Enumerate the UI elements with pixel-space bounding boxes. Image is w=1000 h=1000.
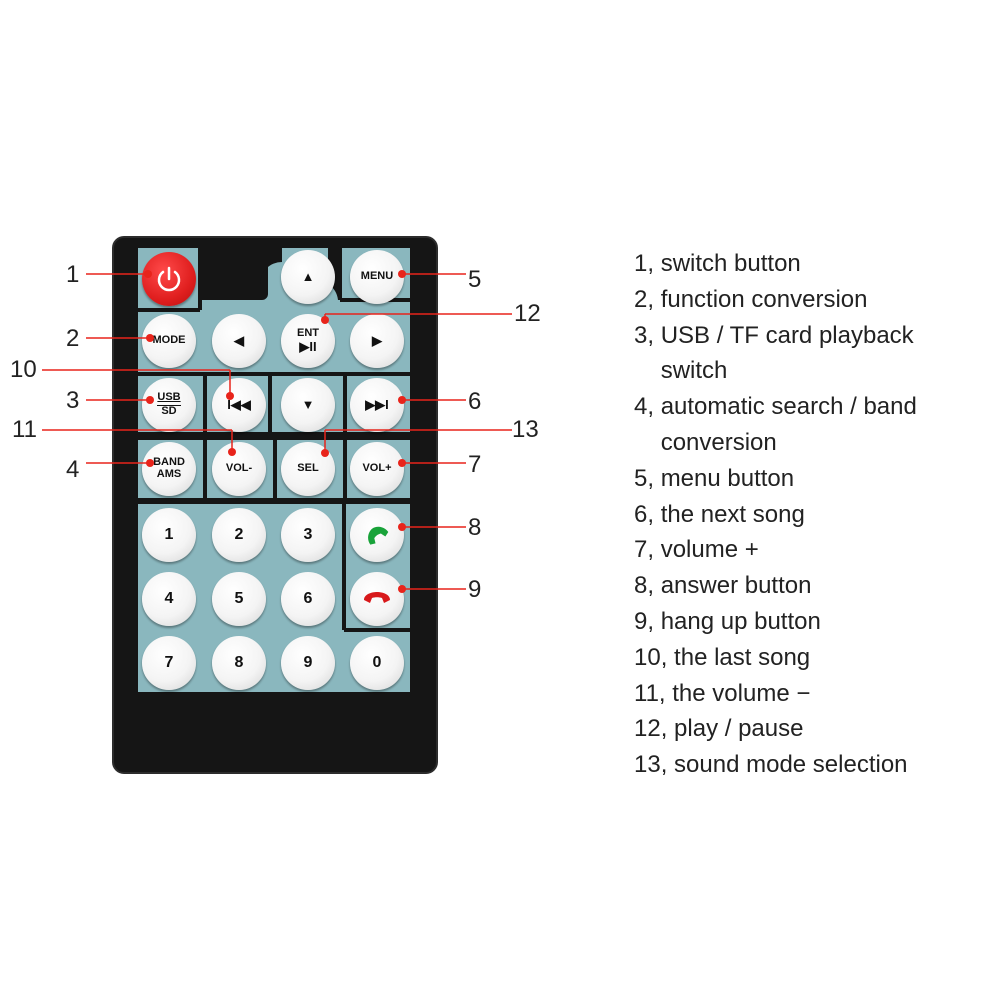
legend-text: hang up button <box>660 607 821 635</box>
legend-item: 6, the next song <box>634 497 994 533</box>
legend-number: 12, <box>634 715 668 743</box>
callout-2: 2 <box>66 325 80 352</box>
legend-number: 10, <box>634 643 668 671</box>
legend-item: 1, switch button <box>634 246 994 282</box>
legend-item: 11, the volume − <box>634 676 994 712</box>
ent-label: ENT <box>297 327 319 340</box>
digit-2-button[interactable]: 2 <box>212 508 266 562</box>
legend-number: 6, <box>634 500 655 528</box>
menu-button[interactable]: MENU <box>350 250 404 304</box>
callout-5: 5 <box>468 266 482 293</box>
next-song-button[interactable]: ▶▶I <box>350 378 404 432</box>
legend-item: 5, menu button <box>634 461 994 497</box>
volume-up-button[interactable]: VOL+ <box>350 442 404 496</box>
legend-item: 10, the last song <box>634 640 994 676</box>
legend-number: 9, <box>634 607 655 635</box>
answer-button[interactable] <box>350 508 404 562</box>
legend-item: 2, function conversion <box>634 282 994 318</box>
power-button[interactable] <box>142 252 196 306</box>
digit-7-button[interactable]: 7 <box>142 636 196 690</box>
legend-text: the next song <box>660 500 805 528</box>
band-label: BAND <box>153 456 185 469</box>
callout-10: 10 <box>10 356 37 383</box>
callout-4: 4 <box>66 456 80 483</box>
legend-text: USB / TF card playback switch <box>660 321 914 385</box>
legend-text: volume + <box>660 536 759 564</box>
callout-3: 3 <box>66 387 80 414</box>
digit-1-button[interactable]: 1 <box>142 508 196 562</box>
legend-item: 7, volume + <box>634 532 994 568</box>
digit-5-button[interactable]: 5 <box>212 572 266 626</box>
legend-text: play / pause <box>674 715 804 743</box>
answer-phone-icon <box>368 526 389 545</box>
legend-item: 12, play / pause <box>634 711 994 747</box>
digit-4-button[interactable]: 4 <box>142 572 196 626</box>
play-pause-icon: ▶II <box>299 338 317 354</box>
mode-button[interactable]: MODE <box>142 314 196 368</box>
legend-text: answer button <box>660 572 812 600</box>
sd-label: SD <box>161 405 177 417</box>
legend-number: 11, <box>634 679 666 707</box>
legend-number: 7, <box>634 536 655 564</box>
legend-item: 13, sound mode selection <box>634 747 994 783</box>
legend-number: 4, <box>634 393 655 421</box>
legend-number: 5, <box>634 464 655 492</box>
digit-6-button[interactable]: 6 <box>281 572 335 626</box>
legend-text: switch button <box>660 250 801 277</box>
legend-text: automatic search / band conversion <box>660 393 917 456</box>
right-button[interactable]: ▶ <box>350 314 404 368</box>
callout-6: 6 <box>468 388 482 415</box>
legend-text: menu button <box>660 464 795 492</box>
sel-button[interactable]: SEL <box>281 442 335 496</box>
ent-play-pause-button[interactable]: ENT ▶II <box>281 314 335 368</box>
legend-number: 3, <box>634 321 655 349</box>
up-button[interactable]: ▲ <box>281 250 335 304</box>
callout-9: 9 <box>468 576 482 603</box>
button-legend: 1, switch button 2, function conversion … <box>634 246 994 783</box>
callout-8: 8 <box>468 514 482 541</box>
digit-8-button[interactable]: 8 <box>212 636 266 690</box>
legend-number: 13, <box>634 751 668 779</box>
ams-label: AMS <box>156 468 182 480</box>
legend-text: the last song <box>674 643 811 671</box>
usb-label: USB <box>157 392 181 406</box>
callout-7: 7 <box>468 451 482 478</box>
power-icon <box>157 266 181 292</box>
legend-item: 4, automatic search / band conversion <box>634 389 994 461</box>
hangup-phone-icon <box>364 592 390 603</box>
legend-number: 8, <box>634 572 655 600</box>
band-ams-button[interactable]: BAND AMS <box>142 442 196 496</box>
down-button[interactable]: ▼ <box>281 378 335 432</box>
legend-number: 1, <box>634 250 655 277</box>
digit-9-button[interactable]: 9 <box>281 636 335 690</box>
digit-0-button[interactable]: 0 <box>350 636 404 690</box>
hangup-button[interactable] <box>350 572 404 626</box>
callout-1: 1 <box>66 261 80 288</box>
legend-item: 9, hang up button <box>634 604 994 640</box>
legend-item: 8, answer button <box>634 568 994 604</box>
digit-3-button[interactable]: 3 <box>281 508 335 562</box>
previous-song-button[interactable]: I◀◀ <box>212 378 266 432</box>
left-button[interactable]: ◀ <box>212 314 266 368</box>
legend-text: the volume − <box>672 679 811 707</box>
legend-text: function conversion <box>660 285 868 313</box>
callout-12: 12 <box>514 300 541 327</box>
legend-item: 3, USB / TF card playback switch <box>634 318 994 390</box>
callout-11: 11 <box>12 416 37 443</box>
legend-number: 2, <box>634 285 655 313</box>
volume-down-button[interactable]: VOL- <box>212 442 266 496</box>
callout-13: 13 <box>512 416 539 443</box>
usb-sd-button[interactable]: USB SD <box>142 378 196 432</box>
legend-text: sound mode selection <box>674 751 908 779</box>
